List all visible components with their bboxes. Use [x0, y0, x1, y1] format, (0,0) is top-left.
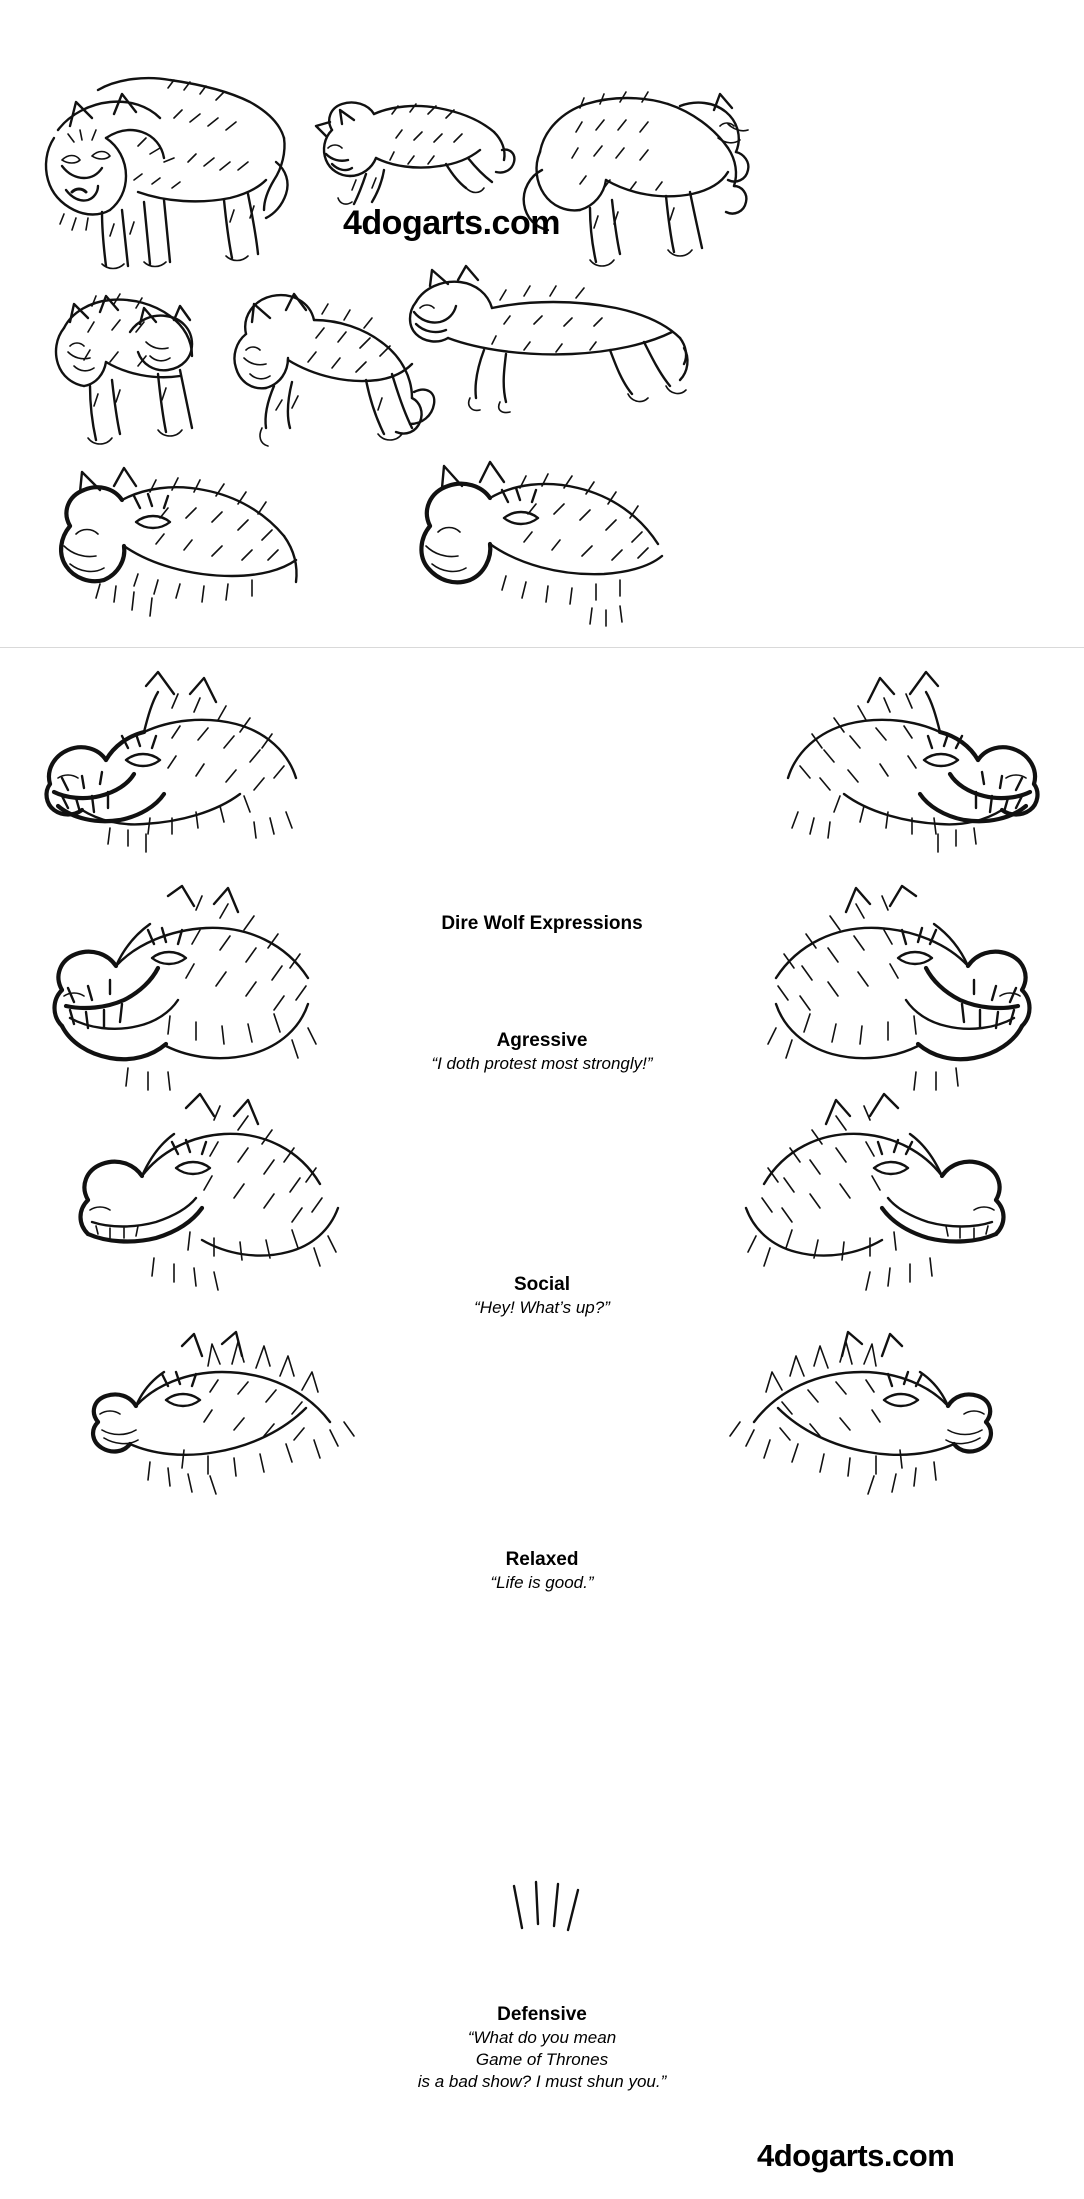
expression-label-social: Social “Hey! What’s up?” [332, 1273, 752, 1319]
expression-head-defensive-left [62, 1310, 362, 1500]
expression-head-defensive-right [722, 1310, 1022, 1500]
expression-head-aggressive-right [784, 670, 1044, 872]
expression-label-relaxed: Relaxed “Life is good.” [332, 1548, 752, 1594]
expression-head-social-left [40, 884, 330, 1106]
wolf-pose-crouching-right [520, 60, 770, 275]
watermark-top: 4dogarts.com [343, 204, 560, 242]
wolf-head-study-left [40, 452, 300, 642]
wolf-pose-standing-front [18, 42, 289, 270]
expression-title-relaxed: Relaxed [505, 1549, 579, 1570]
wolf-pose-pair-standing [34, 270, 234, 460]
wolf-head-study-right [396, 440, 666, 640]
expression-quote-social: “Hey! What’s up?” [474, 1298, 610, 1317]
expression-title-defensive: Defensive [497, 2004, 587, 2025]
section-divider [0, 647, 1084, 648]
expression-head-relaxed-left [62, 1090, 342, 1310]
grass-tuft-center [500, 1880, 590, 1940]
expression-head-aggressive-left [40, 670, 300, 872]
wolf-pose-running-profile [400, 262, 690, 414]
expression-label-aggressive: Agressive “I doth protest most strongly!… [332, 1029, 752, 1075]
expression-quote-defensive: “What do you mean Game of Thrones is a b… [417, 2028, 667, 2091]
expression-title-aggressive: Agressive [496, 1030, 588, 1051]
expression-quote-relaxed: “Life is good.” [490, 1573, 594, 1592]
wolf-pose-rearing-play-bow [196, 282, 436, 462]
wolf-pose-leaping-small [296, 86, 516, 206]
page-title: Dire Wolf Expressions [441, 913, 643, 934]
expression-title-social: Social [514, 1274, 570, 1295]
expression-label-defensive: Defensive “What do you mean Game of Thro… [332, 2003, 752, 2093]
watermark-bottom: 4dogarts.com [757, 2138, 955, 2173]
expression-head-relaxed-right [742, 1090, 1022, 1310]
expression-head-social-right [754, 884, 1044, 1106]
expression-quote-aggressive: “I doth protest most strongly!” [431, 1054, 653, 1073]
